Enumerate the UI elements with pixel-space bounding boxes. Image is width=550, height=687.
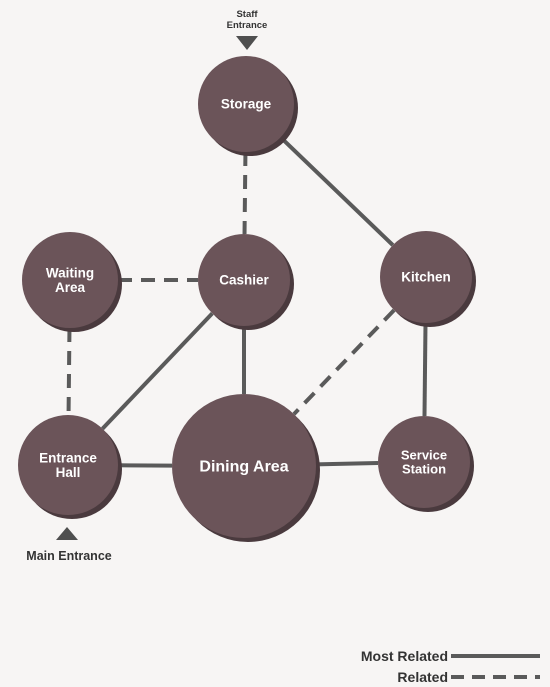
node-circle: [22, 232, 118, 328]
main-entrance-label: Main Entrance: [26, 549, 111, 563]
node-circle: [198, 234, 290, 326]
main-entrance-marker: Main Entrance: [26, 527, 112, 563]
node-label: Hall: [56, 465, 81, 480]
node-storage: Storage: [198, 56, 298, 156]
edge-dining-area-to-service-station: [315, 461, 379, 467]
node-circle: [18, 415, 118, 515]
edges-layer: [66, 135, 428, 468]
legend: Most Related Related: [361, 648, 540, 685]
node-circle: [198, 56, 294, 152]
node-label: Station: [402, 461, 446, 476]
node-label: Cashier: [219, 273, 269, 288]
node-label: Service: [401, 448, 447, 463]
edge-kitchen-to-service-station: [422, 322, 428, 417]
edge-cashier-to-entrance-hall: [101, 311, 214, 431]
node-label: Dining Area: [199, 459, 288, 476]
staff-entrance-label-line2: Entrance: [227, 20, 268, 31]
node-label: Waiting: [46, 266, 94, 281]
legend-related-label: Related: [397, 669, 448, 685]
node-dining-area: Dining Area: [172, 394, 320, 542]
main-entrance-arrow-icon: [56, 527, 78, 540]
edge-waiting-area-to-entrance-hall: [66, 327, 72, 416]
node-cashier: Cashier: [198, 234, 294, 330]
node-label: Entrance: [39, 451, 97, 466]
legend-most-related-label: Most Related: [361, 648, 448, 664]
edge-storage-to-cashier: [242, 151, 248, 235]
staff-entrance-label-line1: Staff: [236, 9, 258, 20]
staff-entrance-arrow-icon: [236, 36, 258, 50]
node-label: Storage: [221, 97, 272, 112]
staff-entrance-marker: Staff Entrance: [227, 9, 268, 50]
node-circle: [380, 231, 472, 323]
edge-storage-to-kitchen: [279, 135, 395, 247]
edge-kitchen-to-dining-area: [292, 308, 396, 416]
node-label: Kitchen: [401, 270, 451, 285]
node-circle: [172, 394, 316, 538]
node-label: Area: [55, 280, 86, 295]
node-kitchen: Kitchen: [380, 231, 476, 327]
node-circle: [378, 416, 470, 508]
